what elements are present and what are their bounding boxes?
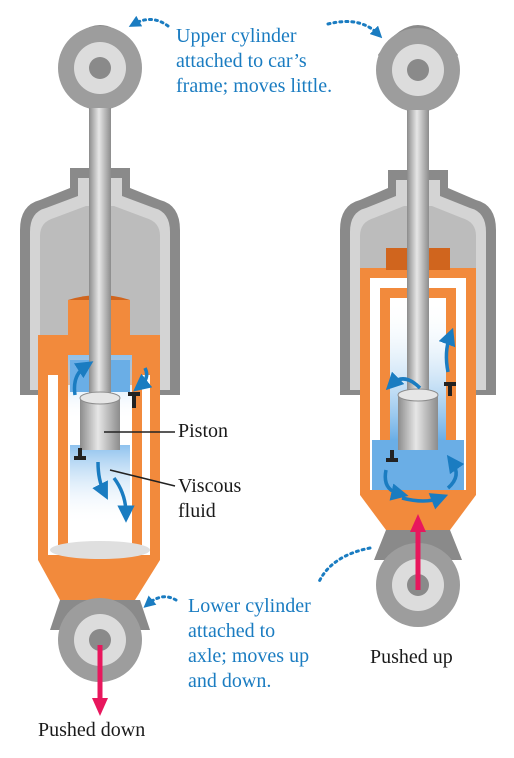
left-upper-mount-eye bbox=[58, 25, 142, 110]
viscous-fluid-label: Viscous fluid bbox=[178, 474, 241, 524]
upper-cylinder-label-line-2: attached to car’s bbox=[176, 49, 332, 74]
upper-cylinder-label-line-1: Upper cylinder bbox=[176, 24, 332, 49]
upper-cylinder-label-line-3: frame; moves little. bbox=[176, 74, 332, 99]
lower-cylinder-label-line-1: Lower cylinder bbox=[188, 594, 311, 619]
pushed-up-label: Pushed up bbox=[370, 645, 453, 670]
piston-label: Piston bbox=[178, 419, 228, 444]
left-shock-absorber bbox=[20, 25, 180, 716]
right-piston bbox=[398, 389, 438, 450]
right-shock-absorber bbox=[340, 25, 496, 627]
lower-cylinder-label-line-4: and down. bbox=[188, 669, 311, 694]
lower-cylinder-label: Lower cylinder attached to axle; moves u… bbox=[188, 594, 311, 694]
right-piston-rod bbox=[407, 110, 429, 395]
pushed-down-label: Pushed down bbox=[38, 718, 145, 743]
viscous-fluid-label-line-1: Viscous bbox=[178, 474, 241, 499]
upper-cylinder-label: Upper cylinder attached to car’s frame; … bbox=[176, 24, 332, 99]
lower-cylinder-label-line-2: attached to bbox=[188, 619, 311, 644]
left-piston-rod bbox=[89, 108, 111, 400]
lower-cylinder-label-line-3: axle; moves up bbox=[188, 644, 311, 669]
viscous-fluid-label-line-2: fluid bbox=[178, 499, 241, 524]
left-piston bbox=[80, 392, 120, 450]
right-upper-mount-eye bbox=[376, 25, 460, 112]
